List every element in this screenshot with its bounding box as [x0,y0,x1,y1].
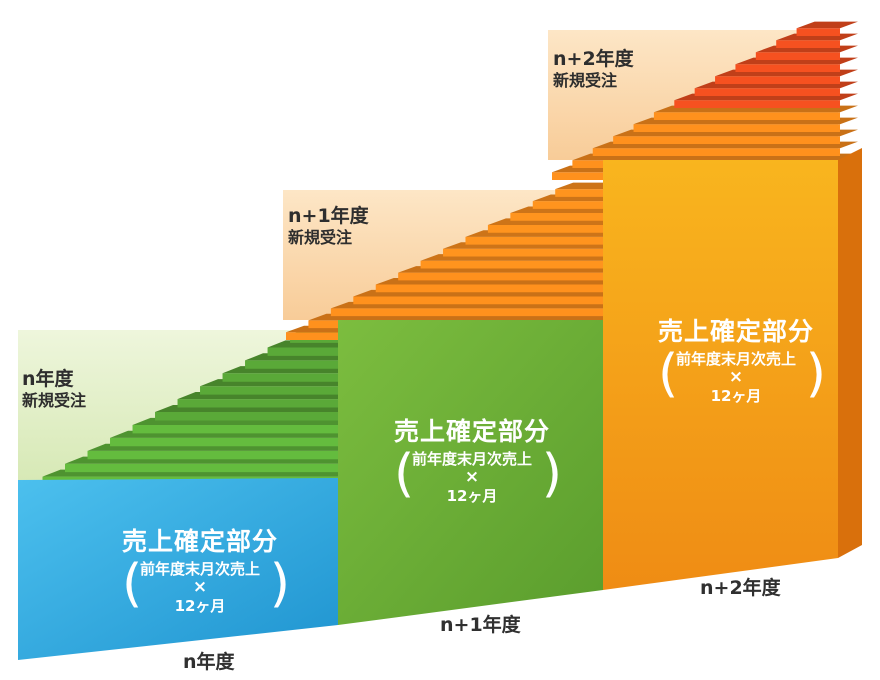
block-n1-formula: 前年度末月次売上 [411,449,532,468]
block-n1-title: 売上確定部分 [393,417,550,446]
stairs-n2-step-riser [633,124,840,132]
block-n2-months: 12ヶ月 [710,386,762,405]
stairs-n-step-riser [177,399,338,408]
block-n1-times: × [464,467,480,487]
new-orders-year-n: n年度 [22,368,74,390]
block-n-title: 売上確定部分 [121,527,278,556]
stairs-n2-step-riser [694,88,840,96]
stairs-n1-step-riser [398,272,603,281]
block-n2-title: 売上確定部分 [657,317,814,346]
block-n2-caption: 売上確定部分 ( ) 前年度末月次売上 × 12ヶ月 [636,317,836,405]
block-n-formula: 前年度末月次売上 [139,559,260,578]
block-n1-paren-right: ) [541,443,562,504]
stairs-n2-step-riser [674,100,840,108]
block-n1-caption: 売上確定部分 ( ) 前年度末月次売上 × 12ヶ月 [372,417,572,505]
block-n2-side [838,148,862,558]
stairs-n-step-riser [222,373,338,382]
block-n1-months: 12ヶ月 [446,486,498,505]
stairs-n1-step-riser [510,213,603,221]
block-n-paren-left: ( [122,553,143,614]
stairs-n2-step-riser [755,52,840,60]
stairs-n2-step-tread [796,21,858,29]
new-orders-text-n: 新規受注 [22,390,87,410]
block-n2-front [603,160,838,590]
year-label-n: n年度 [183,651,235,673]
stairs-n1-step-riser [555,189,603,197]
stairs-n1-step-riser [443,248,603,257]
stairs-n2-step-riser [592,148,840,156]
year-label-n1: n+1年度 [440,614,521,636]
block-n-months: 12ヶ月 [174,596,226,615]
stairs-n-step-riser [65,463,339,473]
stairs-n-step-riser [200,386,338,395]
block-n-caption: 売上確定部分 ( ) 前年度末月次売上 × 12ヶ月 [100,527,300,615]
new-orders-label-n: n年度 新規受注 [22,368,86,410]
stairs-n-step-riser [245,360,338,369]
stairs-n2 [552,21,858,180]
stairs-n2-step-riser [715,76,840,84]
stairs-n-step-riser [87,450,338,460]
year-label-n2: n+2年度 [700,577,781,599]
block-n1-front [338,320,603,625]
new-orders-text-n1: 新規受注 [288,227,353,247]
stairs-n-step-riser [132,424,338,434]
stairs-n2-step-riser [735,64,840,72]
stairs-n-step-riser [155,412,338,421]
stairs-n2-step-riser [796,28,840,36]
block-n1-paren-left: ( [394,443,415,504]
stairs-n1-step-riser [487,224,603,233]
stairs-n2-step-riser [613,136,840,144]
stairs-n-step-riser [110,437,338,447]
stairs-n2-step-riser [776,40,840,48]
stairs-n1-step-riser [465,236,603,245]
new-orders-label-n2: n+2年度 新規受注 [553,48,634,90]
stairs-n-step-riser [267,347,338,356]
block-n2-times: × [728,367,744,387]
new-orders-year-n1: n+1年度 [288,205,369,227]
block-n2-paren-left: ( [658,343,679,404]
block-n2-paren-right: ) [805,343,826,404]
block-n-times: × [192,577,208,597]
stairs-n1-step-riser [532,201,603,209]
block-n2-formula: 前年度末月次売上 [675,349,796,368]
new-orders-text-n2: 新規受注 [553,70,618,90]
stairs-n1-step-riser [375,284,603,293]
stairs-n1-step-riser [420,260,603,269]
new-orders-label-n1: n+1年度 新規受注 [288,205,369,247]
stairs-n2-step-riser [653,112,840,120]
block-n-paren-right: ) [269,553,290,614]
block-n-front [18,478,338,660]
stairs-n1-step-riser [353,296,603,305]
stairs-n1-step-riser [330,308,603,317]
new-orders-year-n2: n+2年度 [553,48,634,70]
